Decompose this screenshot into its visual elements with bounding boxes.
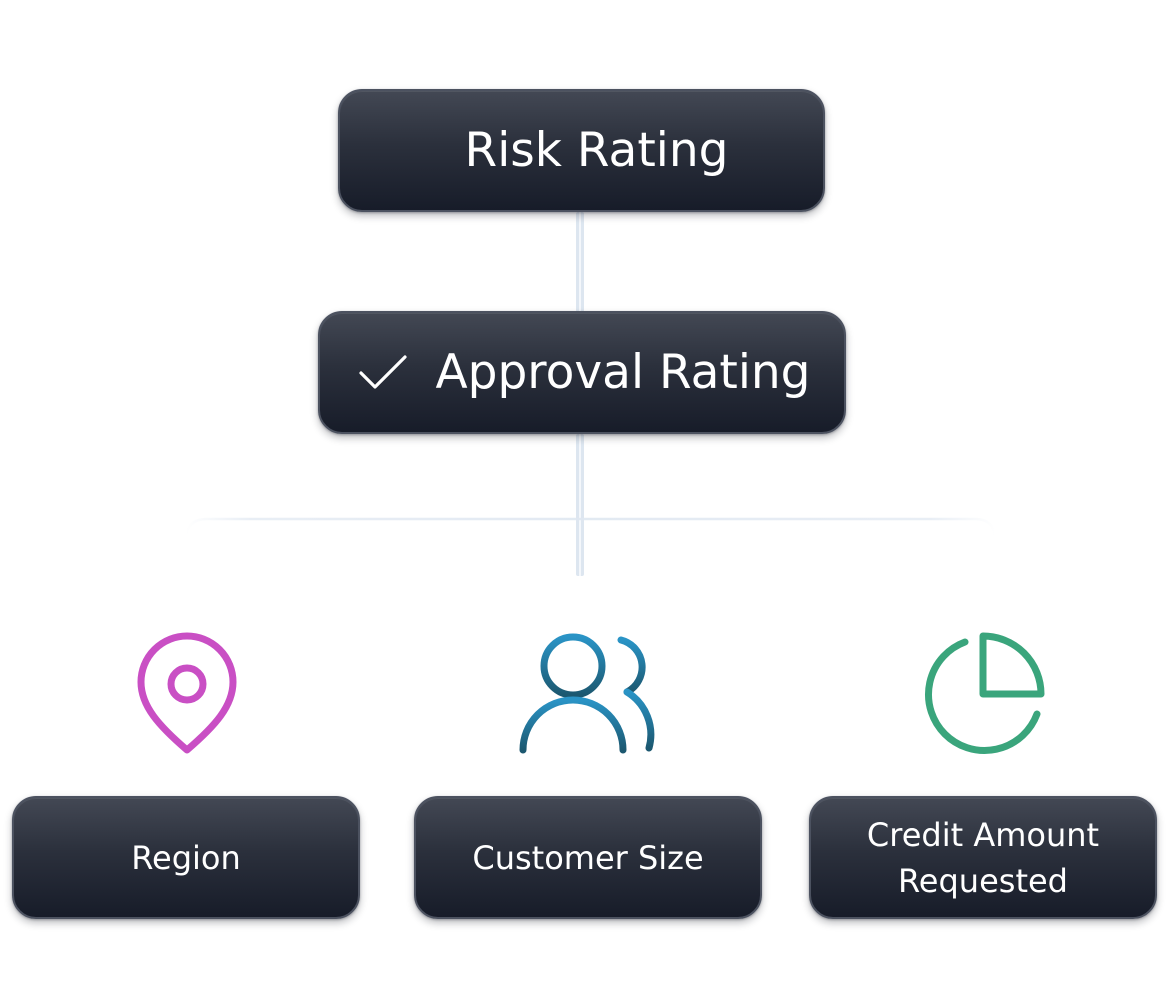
map-pin-icon bbox=[137, 632, 237, 754]
approval-rating-label: Approval Rating bbox=[435, 345, 811, 400]
credit-amount-node: Credit Amount Requested bbox=[809, 796, 1157, 919]
pie-chart-icon bbox=[925, 632, 1045, 754]
risk-rating-node: Risk Rating bbox=[338, 89, 825, 212]
region-label: Region bbox=[131, 838, 241, 877]
customer-size-label: Customer Size bbox=[472, 838, 704, 877]
check-icon bbox=[359, 354, 408, 389]
customer-size-node: Customer Size bbox=[414, 796, 762, 919]
users-icon bbox=[519, 633, 655, 754]
region-node: Region bbox=[12, 796, 360, 919]
approval-rating-node: Approval Rating bbox=[318, 311, 846, 434]
credit-amount-label: Credit Amount Requested bbox=[866, 815, 1100, 900]
connector-branch bbox=[184, 517, 997, 590]
risk-rating-label: Risk Rating bbox=[464, 123, 729, 178]
